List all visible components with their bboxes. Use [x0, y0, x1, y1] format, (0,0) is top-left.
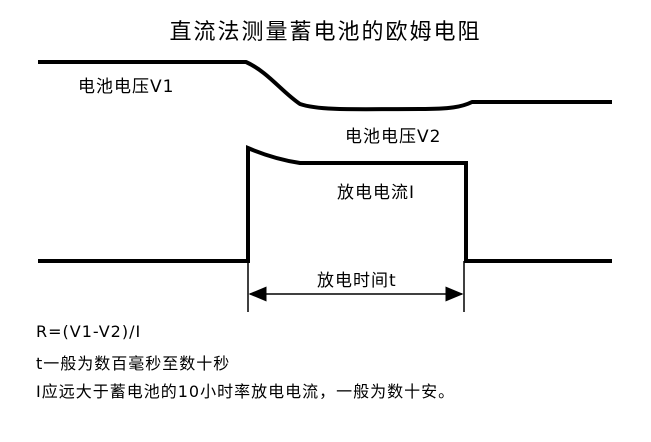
label-discharge-time: 放电时间t [317, 271, 397, 291]
label-voltage-v2: 电池电压V2 [345, 127, 442, 147]
label-current: 放电电流I [337, 183, 416, 203]
label-voltage-v1: 电池电压V1 [78, 77, 175, 97]
voltage-curve [38, 60, 612, 112]
diagram-title: 直流法测量蓄电池的欧姆电阻 [169, 20, 482, 45]
current-curve [38, 144, 612, 263]
note-current-requirement: I应远大于蓄电池的10小时率放电电流，一般为数十安。 [36, 382, 456, 401]
note-time-range: t一般为数百毫秒至数十秒 [36, 354, 231, 373]
note-formula: R=(V1-V2)/I [36, 322, 142, 341]
